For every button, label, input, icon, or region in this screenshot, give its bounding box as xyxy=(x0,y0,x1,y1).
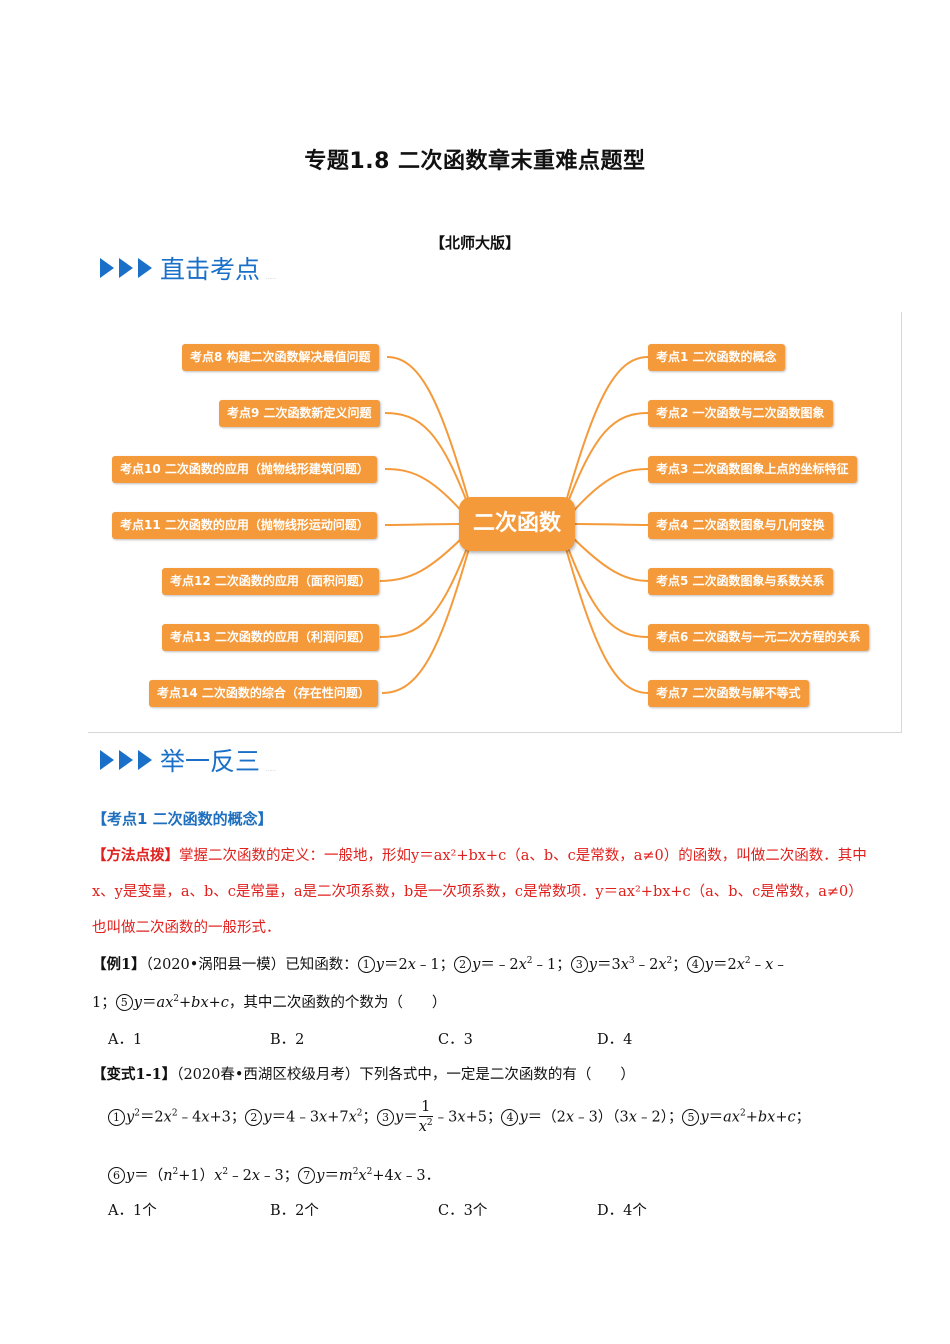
mindmap-node-kaodian3: 考点3 二次函数图象上点的坐标特征 xyxy=(648,456,857,483)
variant1-text: （2020春•西湖区校级月考）下列各式中，一定是二次函数的有（ ） xyxy=(176,1067,635,1083)
method-paragraph: 【方法点拨】掌握二次函数的定义：一般地，形如y＝ax²+bx+c（a、b、c是常… xyxy=(92,838,872,946)
triple-arrow-icon xyxy=(100,750,152,770)
mindmap-node-kaodian12: 考点12 二次函数的应用（面积问题） xyxy=(162,568,379,595)
section-marker: …… xyxy=(266,767,277,773)
page-title: 专题1.8 二次函数章末重难点题型 xyxy=(304,149,646,174)
mindmap-node-kaodian10: 考点10 二次函数的应用（抛物线形建筑问题） xyxy=(112,456,377,483)
variant1-line1: 【变式1-1】（2020春•西湖区校级月考）下列各式中，一定是二次函数的有（ ） xyxy=(92,1063,635,1084)
method-label: 【方法点拨】 xyxy=(92,847,179,864)
mindmap-node-kaodian5: 考点5 二次函数图象与系数关系 xyxy=(648,568,833,595)
mindmap-node-kaodian13: 考点13 二次函数的应用（利润问题） xyxy=(162,624,379,651)
mindmap-frame xyxy=(88,312,902,733)
example1-option-a: A．1 xyxy=(108,1032,143,1048)
mindmap-node-kaodian4: 考点4 二次函数图象与几何变换 xyxy=(648,512,833,539)
section-title-2: 举一反三 xyxy=(160,747,261,776)
example1-label: 【例1】 xyxy=(92,956,146,973)
mindmap-connectors xyxy=(379,356,649,694)
variant1-option-c: C．3个 xyxy=(438,1203,488,1219)
mindmap-node-kaodian6: 考点6 二次函数与一元二次方程的关系 xyxy=(648,624,869,651)
mindmap-node-kaodian1: 考点1 二次函数的概念 xyxy=(648,344,785,371)
mindmap-node-kaodian8: 考点8 构建二次函数解决最值问题 xyxy=(182,344,379,371)
mindmap-node-kaodian7: 考点7 二次函数与解不等式 xyxy=(648,680,809,707)
mindmap-node-kaodian11: 考点11 二次函数的应用（抛物线形运动问题） xyxy=(112,512,377,539)
section-header-1: 直击考点 …… xyxy=(100,250,276,286)
section-header-2: 举一反三 …… xyxy=(100,742,276,778)
variant1-option-a: A．1个 xyxy=(108,1203,157,1219)
edition-label: 【北师大版】 xyxy=(429,234,520,252)
mindmap-node-kaodian9: 考点9 二次函数新定义问题 xyxy=(219,400,380,427)
mindmap-node-kaodian14: 考点14 二次函数的综合（存在性问题） xyxy=(149,680,378,707)
section-marker: …… xyxy=(266,275,277,281)
mindmap-node-kaodian2: 考点2 一次函数与二次函数图象 xyxy=(648,400,833,427)
kaodian1-heading: 【考点1 二次函数的概念】 xyxy=(92,810,273,828)
mindmap-center-node: 二次函数 xyxy=(459,497,575,551)
section-title-1: 直击考点 xyxy=(160,255,261,284)
method-text: 掌握二次函数的定义：一般地，形如y＝ax²+bx+c（a、b、c是常数，a≠0）… xyxy=(92,848,867,936)
example1-option-c: C．3 xyxy=(438,1032,473,1048)
variant1-option-d: D．4个 xyxy=(597,1203,647,1219)
variant1-option-b: B．2个 xyxy=(270,1203,319,1219)
example1-option-d: D．4 xyxy=(597,1032,633,1048)
example1-tail: ，其中二次函数的个数为（ ） xyxy=(228,995,447,1011)
variant1-label: 【变式1-1】 xyxy=(92,1066,177,1083)
example1-source: （2020•涡阳县一模）已知函数： xyxy=(145,957,358,973)
example1-option-b: B．2 xyxy=(270,1032,305,1048)
triple-arrow-icon xyxy=(100,258,152,278)
